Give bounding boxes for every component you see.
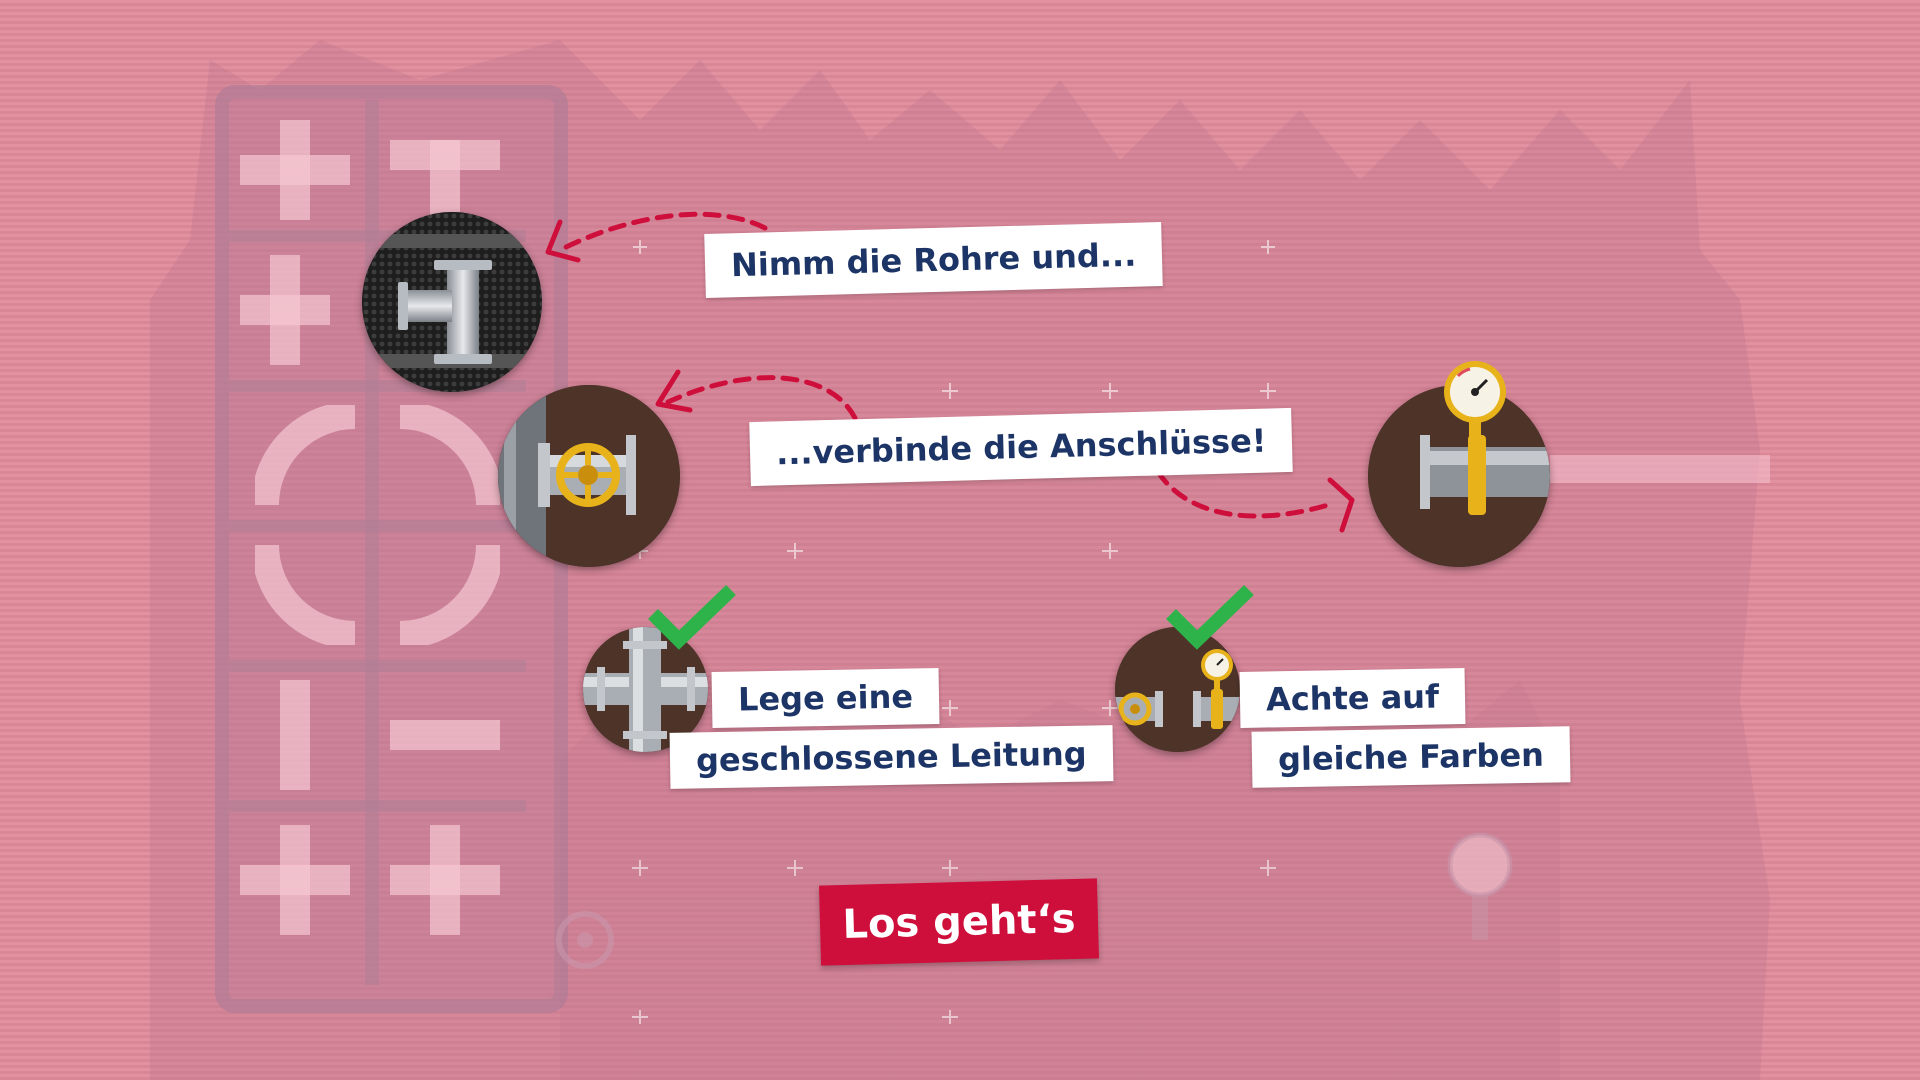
- step1-label: Nimm die Rohre und...: [704, 222, 1164, 298]
- ghost-tee-left-pipe-icon: [240, 255, 330, 365]
- matching-valve-gauge-icon: [1115, 627, 1240, 752]
- ghost-elbow-pipe-icon-3: [255, 545, 355, 645]
- valve-pipe-icon: [498, 385, 680, 567]
- rule1-line1-text: Lege eine: [737, 677, 914, 719]
- rule2-line1-label: Achte auf: [1239, 668, 1466, 728]
- ghost-straight-pipe-icon: [280, 680, 310, 790]
- shelf-divider-3: [229, 520, 526, 532]
- rule1-line2-label: geschlossene Leitung: [669, 725, 1114, 789]
- ghost-tee-pipe-icon: [390, 140, 500, 220]
- checkmark-icon: [648, 584, 736, 650]
- ghost-elbow-pipe-icon: [255, 405, 355, 505]
- rule2-line2-text: gleiche Farben: [1277, 735, 1545, 779]
- pressure-gauge-icon: [1444, 361, 1506, 448]
- checkmark-icon-2: [1166, 584, 1254, 650]
- cross-pipe-bubble: [583, 627, 708, 752]
- ghost-cross-pipe-icon-2: [240, 825, 350, 935]
- ghost-pipe-right: [1550, 455, 1770, 483]
- ghost-gauge-icon: [1447, 832, 1513, 940]
- ghost-elbow-pipe-icon-4: [400, 545, 500, 645]
- ghost-cross-pipe-icon-3: [390, 825, 500, 935]
- valve-pipe-bubble: [498, 385, 680, 567]
- start-button[interactable]: Los geht‘s: [819, 878, 1099, 966]
- rule2-line1-text: Achte auf: [1265, 677, 1440, 719]
- rule1-line2-text: geschlossene Leitung: [695, 734, 1087, 780]
- shelf-divider-5: [229, 800, 526, 812]
- matching-colors-bubble: [1115, 627, 1240, 752]
- ghost-elbow-pipe-icon-2: [400, 405, 500, 505]
- ghost-valve-icon: [556, 911, 614, 969]
- rule1-line1-label: Lege eine: [711, 668, 940, 728]
- shelf-divider-4: [229, 660, 526, 672]
- tee-pipe-bubble: [362, 212, 542, 392]
- ghost-straight-pipe-icon-2: [390, 720, 500, 750]
- rule2-line2-label: gleiche Farben: [1251, 726, 1571, 788]
- step1-text: Nimm die Rohre und...: [730, 235, 1137, 285]
- ghost-cross-pipe-icon: [240, 120, 350, 220]
- tee-pipe-icon: [362, 212, 542, 392]
- cross-pipe-icon: [583, 627, 708, 752]
- step2-text: ...verbinde die Anschlüsse!: [775, 421, 1267, 473]
